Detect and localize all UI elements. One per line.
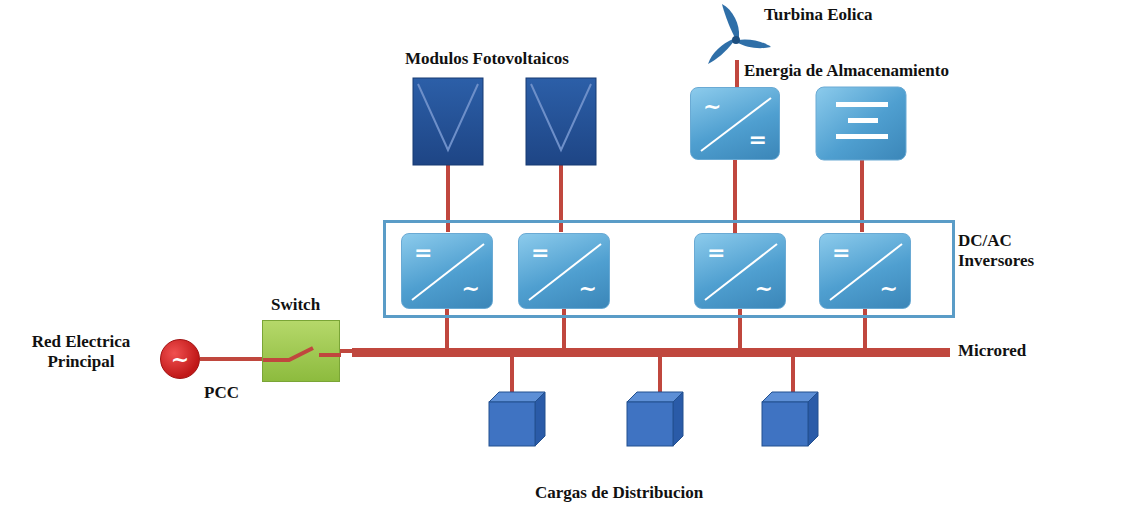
part-label: Turbina Eolica [764, 4, 873, 25]
inverter-box: =~ [518, 233, 610, 309]
switch-heading: Switch [271, 295, 320, 315]
converter-symbol: ~ [462, 278, 480, 300]
converter-symbol: = [707, 242, 725, 264]
converter-symbol: = [832, 242, 850, 264]
part-label: Cargas de Distribucion [535, 482, 703, 503]
switch-symbol [263, 321, 341, 383]
inverter-box: =~ [819, 233, 911, 309]
part-label: Energia de Almacenamiento [744, 60, 949, 81]
power-line [738, 309, 742, 348]
converter-symbol: ~ [703, 96, 721, 118]
inverter-box: =~ [694, 233, 786, 309]
load-wire [512, 354, 793, 392]
pv-wire [448, 60, 862, 232]
power-line [445, 309, 449, 348]
grid-source: ~Red Electrica Principal [160, 339, 200, 379]
converter-symbol: = [749, 129, 767, 151]
part-label: Modulos Fotovoltaicos [405, 48, 569, 69]
part-label: PCC [204, 382, 239, 403]
power-line [340, 349, 352, 353]
converter-symbol: ~ [880, 278, 898, 300]
inverter-box: =~ [401, 233, 493, 309]
source-heading: Red Electrica Principal [11, 332, 151, 373]
power-line [200, 357, 262, 361]
converter-symbol: ~ [579, 278, 597, 300]
pv-module [413, 78, 596, 165]
source-symbol: ~ [161, 349, 199, 371]
converter-symbol: ~ [755, 278, 773, 300]
microgrid-bus: Microred [352, 348, 950, 357]
wind-turbine [708, 4, 771, 64]
group-heading: DC/AC Inversores [958, 231, 1048, 272]
converter-symbol: = [531, 242, 549, 264]
bus-heading: Microred [958, 341, 1026, 361]
load-cube [489, 392, 818, 446]
inverter-group: DC/AC Inversores=~=~=~=~ [383, 220, 955, 318]
power-line [562, 309, 566, 348]
switch-box: Switch [262, 320, 340, 382]
converter-box: ~= [690, 87, 780, 160]
power-line [863, 309, 867, 348]
storage-box [816, 87, 906, 160]
converter-symbol: = [414, 242, 432, 264]
